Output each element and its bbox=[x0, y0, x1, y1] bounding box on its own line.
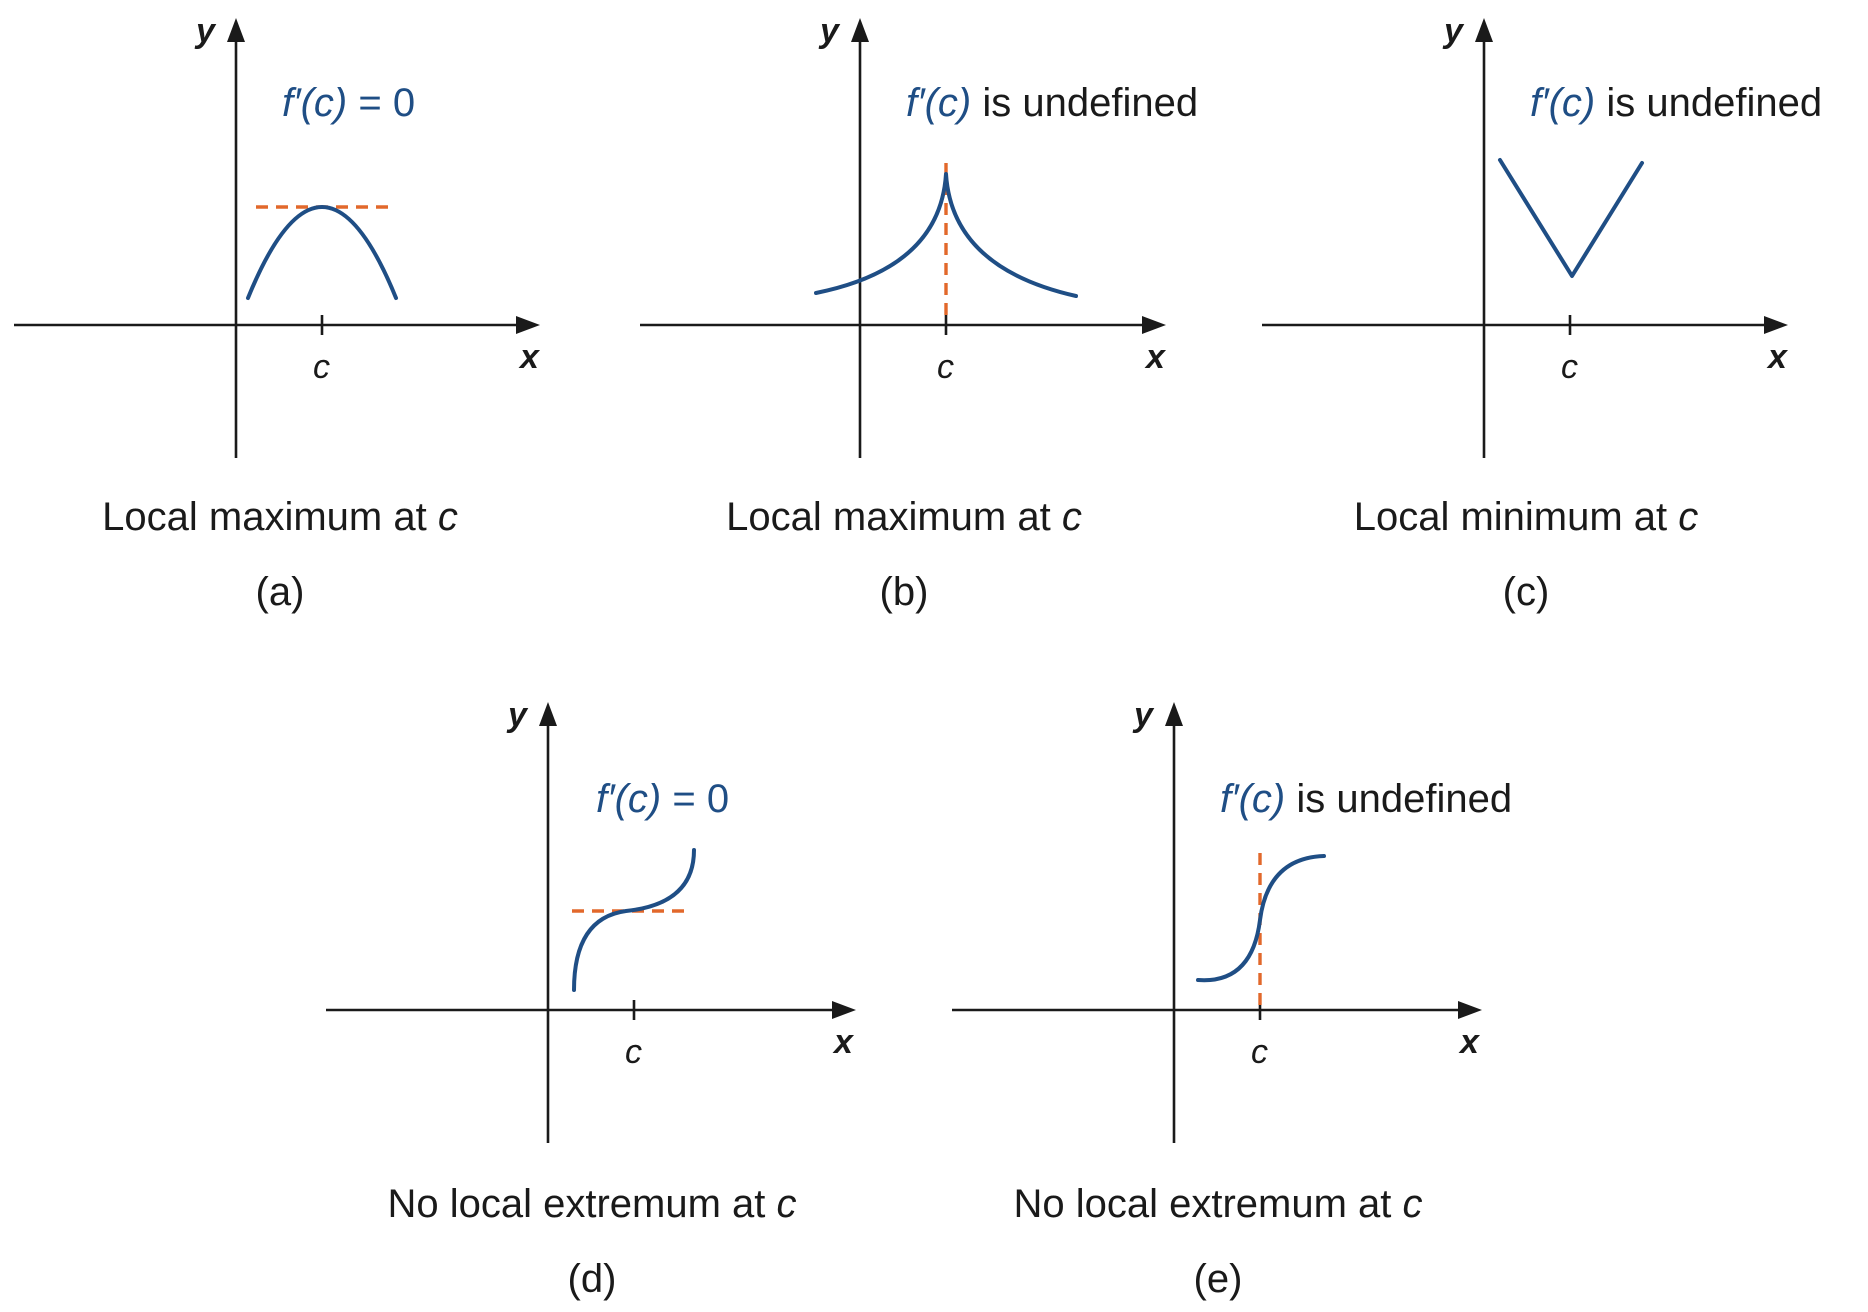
x-axis-arrow bbox=[1142, 316, 1166, 334]
y-axis-arrow bbox=[539, 702, 557, 726]
panel-d: y x c f′(c) = 0 No local extremum at c (… bbox=[326, 696, 856, 1301]
derivative-condition-text: is undefined bbox=[1285, 777, 1512, 821]
panel-sublabel: (c) bbox=[1503, 570, 1550, 614]
caption-text: Local maximum at bbox=[102, 495, 438, 539]
x-axis-arrow bbox=[1764, 316, 1788, 334]
panel-sublabel: (d) bbox=[568, 1257, 617, 1301]
y-axis-label: y bbox=[1132, 696, 1155, 734]
c-tick-label: c bbox=[1561, 348, 1578, 386]
y-axis-label: y bbox=[818, 12, 841, 50]
caption-variable: c bbox=[1678, 495, 1698, 539]
caption-text: No local extremum at bbox=[1013, 1182, 1402, 1226]
y-axis-arrow bbox=[1475, 18, 1493, 42]
caption-variable: c bbox=[777, 1182, 797, 1226]
c-tick-label: c bbox=[1251, 1033, 1268, 1071]
y-axis-arrow bbox=[851, 18, 869, 42]
y-axis-arrow bbox=[227, 18, 245, 42]
caption: No local extremum at c bbox=[1013, 1182, 1422, 1226]
curve bbox=[572, 848, 696, 992]
caption-variable: c bbox=[1062, 495, 1082, 539]
derivative-expression: f′(c) bbox=[282, 81, 347, 125]
derivative-expression: f′(c) bbox=[1530, 81, 1595, 125]
caption: Local minimum at c bbox=[1354, 495, 1699, 539]
x-axis-label: x bbox=[1766, 338, 1789, 376]
derivative-expression: f′(c) bbox=[1220, 777, 1285, 821]
derivative-condition: f′(c) = 0 bbox=[282, 81, 415, 125]
panel-a: y x c f′(c) = 0 Local maximum at c (a) bbox=[14, 12, 541, 614]
panel-sublabel: (a) bbox=[256, 570, 305, 614]
y-axis-label: y bbox=[506, 696, 529, 734]
y-axis-arrow bbox=[1165, 702, 1183, 726]
caption-text: Local maximum at bbox=[726, 495, 1062, 539]
caption-text: Local minimum at bbox=[1354, 495, 1679, 539]
x-axis-label: x bbox=[832, 1023, 855, 1061]
y-axis-label: y bbox=[1442, 12, 1465, 50]
x-axis-arrow bbox=[1458, 1001, 1482, 1019]
caption-variable: c bbox=[1403, 1182, 1423, 1226]
panel-b: y x c f′(c) is undefined Local maximum a… bbox=[640, 12, 1198, 614]
caption: Local maximum at c bbox=[102, 495, 458, 539]
curve bbox=[814, 172, 1078, 298]
x-axis-label: x bbox=[518, 338, 541, 376]
caption: No local extremum at c bbox=[387, 1182, 796, 1226]
x-axis-label: x bbox=[1458, 1023, 1481, 1061]
curve bbox=[1196, 854, 1326, 983]
derivative-expression: f′(c) bbox=[906, 81, 971, 125]
derivative-expression: f′(c) bbox=[596, 777, 661, 821]
c-tick-label: c bbox=[625, 1033, 642, 1071]
caption-variable: c bbox=[438, 495, 458, 539]
x-axis-arrow bbox=[516, 316, 540, 334]
y-axis-label: y bbox=[194, 12, 217, 50]
derivative-condition-text: is undefined bbox=[971, 81, 1198, 125]
curve bbox=[246, 205, 398, 300]
c-tick-label: c bbox=[937, 348, 954, 386]
c-tick-label: c bbox=[313, 348, 330, 386]
derivative-condition: f′(c) is undefined bbox=[1530, 81, 1822, 125]
panel-e: y x c f′(c) is undefined No local extrem… bbox=[952, 696, 1512, 1301]
x-axis-label: x bbox=[1144, 338, 1167, 376]
caption: Local maximum at c bbox=[726, 495, 1082, 539]
derivative-condition-text: = 0 bbox=[347, 81, 415, 125]
panel-sublabel: (e) bbox=[1194, 1257, 1243, 1301]
derivative-condition: f′(c) is undefined bbox=[906, 81, 1198, 125]
derivative-condition: f′(c) is undefined bbox=[1220, 777, 1512, 821]
x-axis-arrow bbox=[832, 1001, 856, 1019]
curve bbox=[1498, 158, 1644, 278]
derivative-condition-text: = 0 bbox=[661, 777, 729, 821]
derivative-condition: f′(c) = 0 bbox=[596, 777, 729, 821]
panel-sublabel: (b) bbox=[880, 570, 929, 614]
panel-c: y x c f′(c) is undefined Local minimum a… bbox=[1262, 12, 1822, 614]
derivative-condition-text: is undefined bbox=[1595, 81, 1822, 125]
caption-text: No local extremum at bbox=[387, 1182, 776, 1226]
